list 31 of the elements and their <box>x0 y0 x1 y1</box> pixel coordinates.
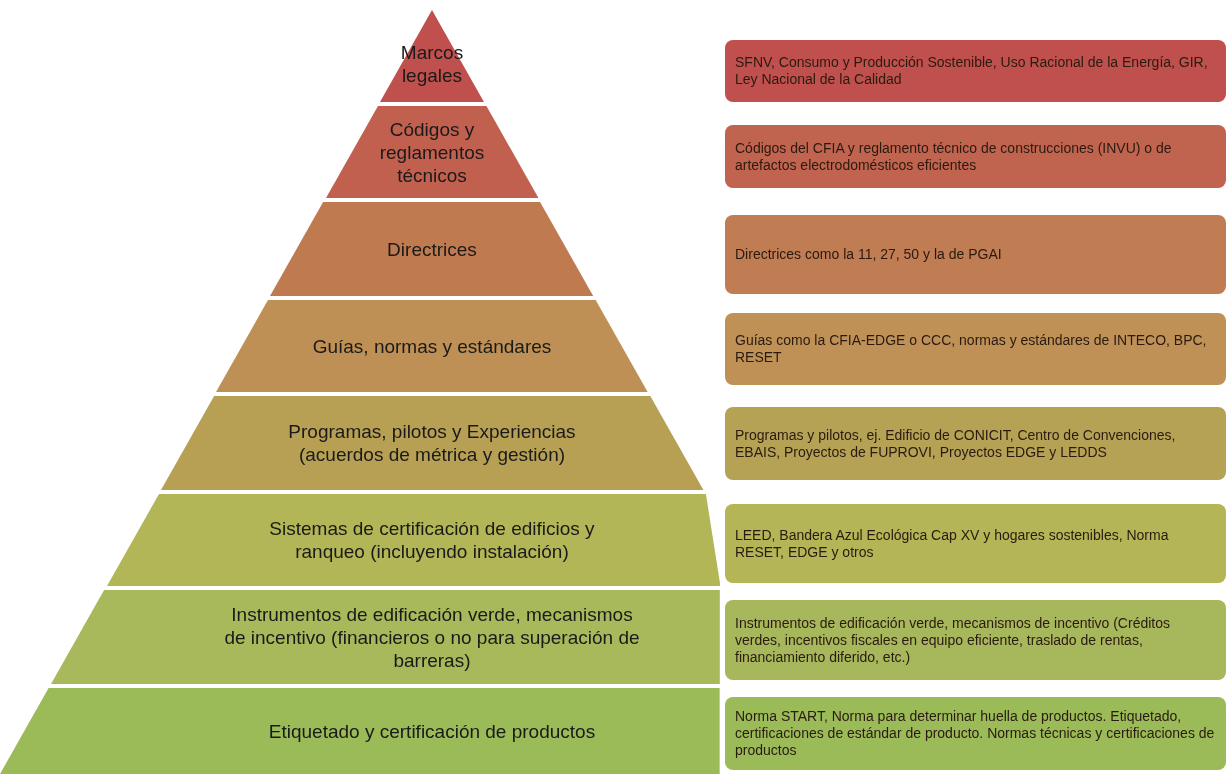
layer-title: Programas, pilotos y Experiencias (acuerdos de métrica y gestión) <box>287 420 577 466</box>
description-text: Norma START, Norma para determinar huella de productos. Etiquetado, certificaciones de estándar de producto. Normas técnicas y certificaciones de productos <box>735 708 1216 759</box>
pyramid-layer <box>270 202 594 296</box>
description-text: SFNV, Consumo y Producción Sostenible, Uso Racional de la Energía, GIR, Ley Nacional de la Calidad <box>735 54 1209 88</box>
description-box <box>725 215 1226 294</box>
description-box <box>725 125 1226 188</box>
description-box <box>725 40 1226 102</box>
layer-title: Instrumentos de edificación verde, mecanismos de incentivo (financieros o no para superación de barreras) <box>223 602 641 672</box>
description-text: Programas y pilotos, ej. Edificio de CONICIT, Centro de Convenciones, EBAIS, Proyectos de FUPROVI, Proyectos EDGE y LEDDS <box>735 426 1177 461</box>
layer-title: Sistemas de certificación de edificios y ranqueo (incluyendo instalación) <box>268 517 596 563</box>
pyramid-layer <box>325 106 539 198</box>
layer-title: Etiquetado y certificación de productos <box>267 719 597 743</box>
description-text: Guías como la CFIA-EDGE o CCC, normas y estándares de INTECO, BPC, RESET <box>735 332 1208 366</box>
pyramid-layer <box>380 10 484 102</box>
description-box <box>725 407 1226 480</box>
description-text: LEED, Bandera Azul Ecológica Cap XV y hogares sostenibles, Norma RESET, EDGE y otros <box>735 526 1170 561</box>
description-box <box>725 504 1226 583</box>
pyramid-layer <box>0 688 720 774</box>
pyramid-layer <box>106 494 720 586</box>
description-box <box>725 697 1226 770</box>
layer-title: Códigos y reglamentos técnicos <box>378 117 486 187</box>
layer-title: Directrices <box>386 237 478 261</box>
pyramid-layer <box>51 590 720 684</box>
pyramid-layer <box>160 396 704 490</box>
description-text: Instrumentos de edificación verde, mecanismos de incentivo (Créditos verdes, incentivos fiscales en equipo eficiente, traslado de rentas, financiamiento diferido, etc.) <box>735 614 1171 666</box>
description-text: Códigos del CFIA y reglamento técnico de construcciones (INVU) o de artefactos electrodomésticos eficientes <box>735 139 1173 174</box>
pyramid-layer <box>216 300 648 392</box>
layer-title: Guías, normas y estándares <box>311 334 553 358</box>
description-box <box>725 600 1226 680</box>
description-text: Directrices como la 11, 27, 50 y la de PGAI <box>735 246 1002 263</box>
description-box <box>725 313 1226 385</box>
